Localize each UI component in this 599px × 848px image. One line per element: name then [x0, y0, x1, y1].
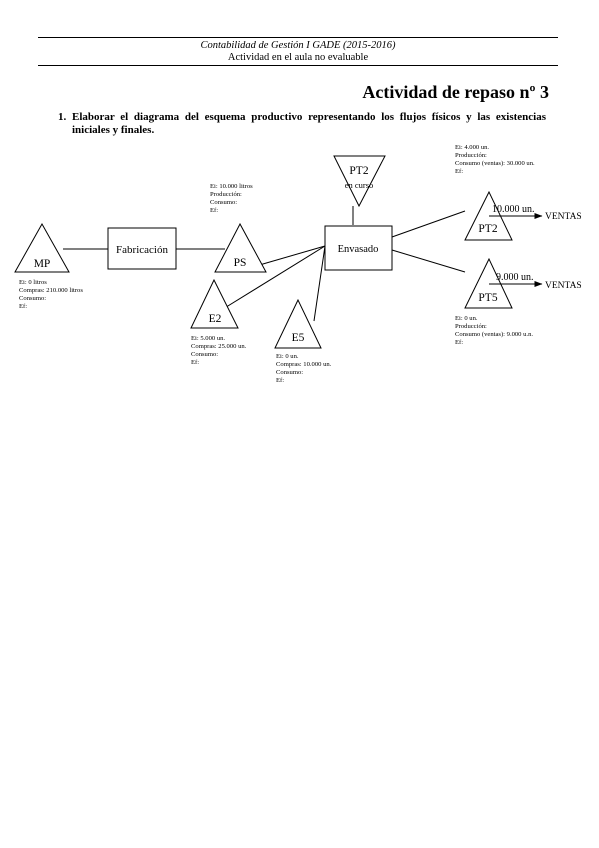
note-line: Compras: 25.000 un. [191, 343, 247, 350]
stock-pt2curso-triangle [333, 155, 386, 208]
pt2-destination: VENTAS [545, 212, 582, 222]
note-line: Ef: [19, 303, 27, 310]
note-line: Ef: [455, 339, 463, 346]
mp-notes: Ei: 0 litros Compras: 210.000 litros Con… [19, 279, 83, 310]
note-line: Consumo: [19, 295, 46, 302]
note-line: Ei: 4.000 un. [455, 144, 489, 151]
stock-pt2curso-sublabel: en curso [345, 180, 374, 190]
note-line: Producción: [210, 191, 242, 198]
stock-mp-triangle [14, 222, 70, 273]
course-title: Contabilidad de Gestión I GADE (2015-201… [200, 40, 396, 51]
process-fabricacion-label: Fabricación [116, 244, 168, 256]
stock-pt5-label: PT5 [478, 292, 497, 304]
connector-e5-envasado [313, 245, 326, 322]
header-top-rule [38, 37, 558, 38]
note-line: Ei: 0 litros [19, 279, 47, 286]
stock-ps-label: PS [234, 257, 247, 269]
e2-notes: Ei: 5.000 un. Compras: 25.000 un. Consum… [191, 335, 247, 366]
stock-pt2curso-label: PT2 [349, 165, 368, 177]
flow-connectors [63, 206, 466, 322]
stock-e2-triangle [190, 278, 239, 329]
stock-e5-triangle [274, 298, 322, 349]
question-text: Elaborar el diagrama del esquema product… [72, 111, 546, 136]
note-line: Consumo: [210, 199, 237, 206]
connector-envasado-pt5 [391, 249, 466, 273]
note-line: Consumo (ventas): 30.000 un. [455, 160, 535, 167]
note-line: Consumo (ventas): 9.000 u.n. [455, 331, 533, 338]
pt2-flow-quantity: 10.000 un. [492, 204, 535, 215]
pt5-notes: Ei: 0 un. Producción: Consumo (ventas): … [455, 315, 533, 346]
pt5-flow-quantity: 9.000 un. [496, 272, 534, 283]
note-line: Producción: [455, 323, 487, 330]
e5-notes: Ei: 0 un. Compras: 10.000 un. Consumo: E… [276, 353, 332, 384]
note-line: Compras: 210.000 litros [19, 287, 83, 294]
connector-e2-envasado [222, 245, 326, 310]
process-envasado-box [324, 225, 393, 271]
connector-ps-envasado [255, 245, 326, 267]
stock-ps-triangle [214, 222, 267, 273]
header-bottom-rule [38, 65, 558, 66]
note-line: Ei: 0 un. [455, 315, 478, 322]
process-envasado-label: Envasado [338, 244, 379, 255]
stock-e5-label: E5 [292, 332, 305, 344]
note-line: Consumo: [276, 369, 303, 376]
page-title: Actividad de repaso nº 3 [362, 82, 549, 102]
process-fabricacion-box [107, 227, 177, 270]
note-line: Ef: [276, 377, 284, 384]
stock-e2-label: E2 [209, 313, 222, 325]
stock-pt2-label: PT2 [478, 223, 497, 235]
note-line: Producción: [455, 152, 487, 159]
connector-envasado-pt2 [391, 210, 466, 238]
note-line: Consumo: [191, 351, 218, 358]
note-line: Ei: 0 un. [276, 353, 299, 360]
question-number: 1. [58, 111, 67, 123]
note-line: Ef: [455, 168, 463, 175]
question-1: 1. Elaborar el diagrama del esquema prod… [58, 111, 546, 137]
note-line: Ei: 5.000 un. [191, 335, 225, 342]
note-line: Compras: 10.000 un. [276, 361, 332, 368]
note-line: Ei: 10.000 litros [210, 183, 253, 190]
note-line: Ef: [191, 359, 199, 366]
note-line: Ef: [210, 207, 218, 214]
header-subtitle: Actividad en el aula no evaluable [227, 52, 369, 63]
ps-notes: Ei: 10.000 litros Producción: Consumo: E… [210, 183, 253, 214]
stock-mp-label: MP [34, 258, 51, 270]
production-flow-diagram: Fabricación Envasado MP PS E2 E5 PT2 en … [14, 144, 582, 384]
pt5-destination: VENTAS [545, 281, 582, 291]
pt2-notes: Ei: 4.000 un. Producción: Consumo (venta… [455, 144, 535, 175]
